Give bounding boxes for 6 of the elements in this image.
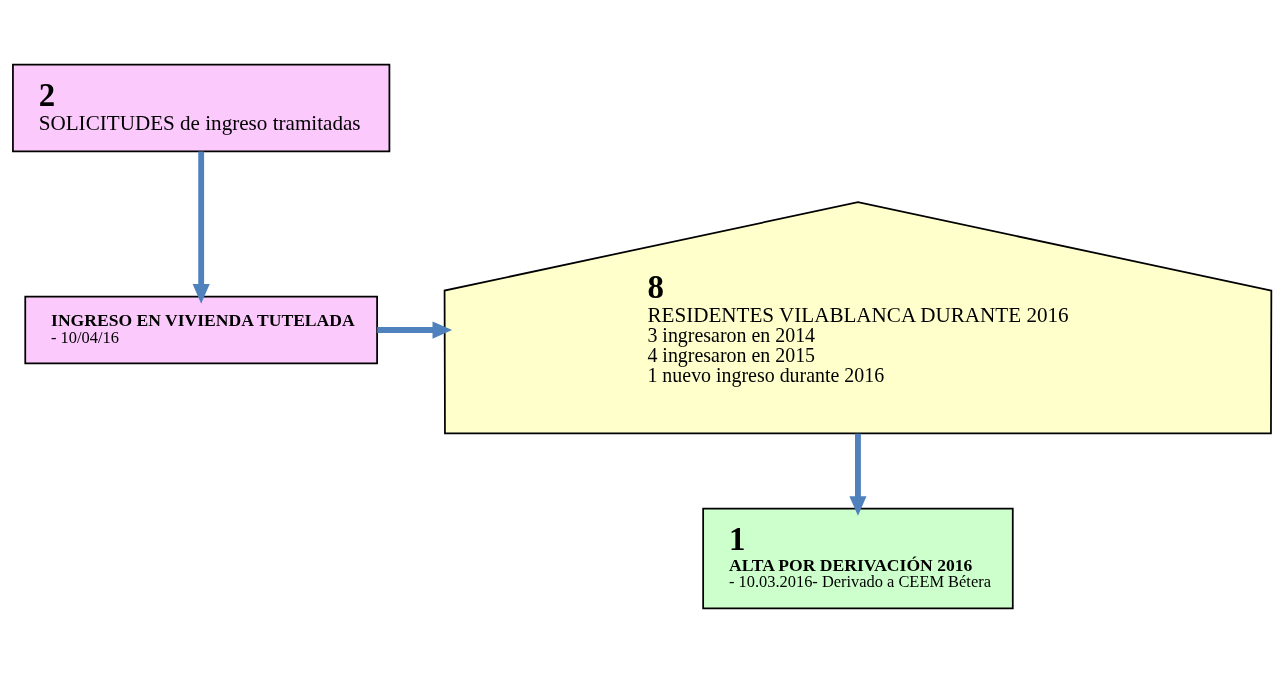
arrow <box>192 151 210 304</box>
node-box: 2 SOLICITUDES de ingreso tramitadas <box>12 63 391 153</box>
node-box: INGRESO EN VIVIENDA TUTELADA - 10/04/16 <box>24 295 378 365</box>
node-box: 1 ALTA POR DERIVACIÓN 2016 - 10.03.2016- Derivado a CEEM Bétera <box>702 507 1014 610</box>
arrow <box>377 321 453 339</box>
arrow <box>849 433 867 516</box>
